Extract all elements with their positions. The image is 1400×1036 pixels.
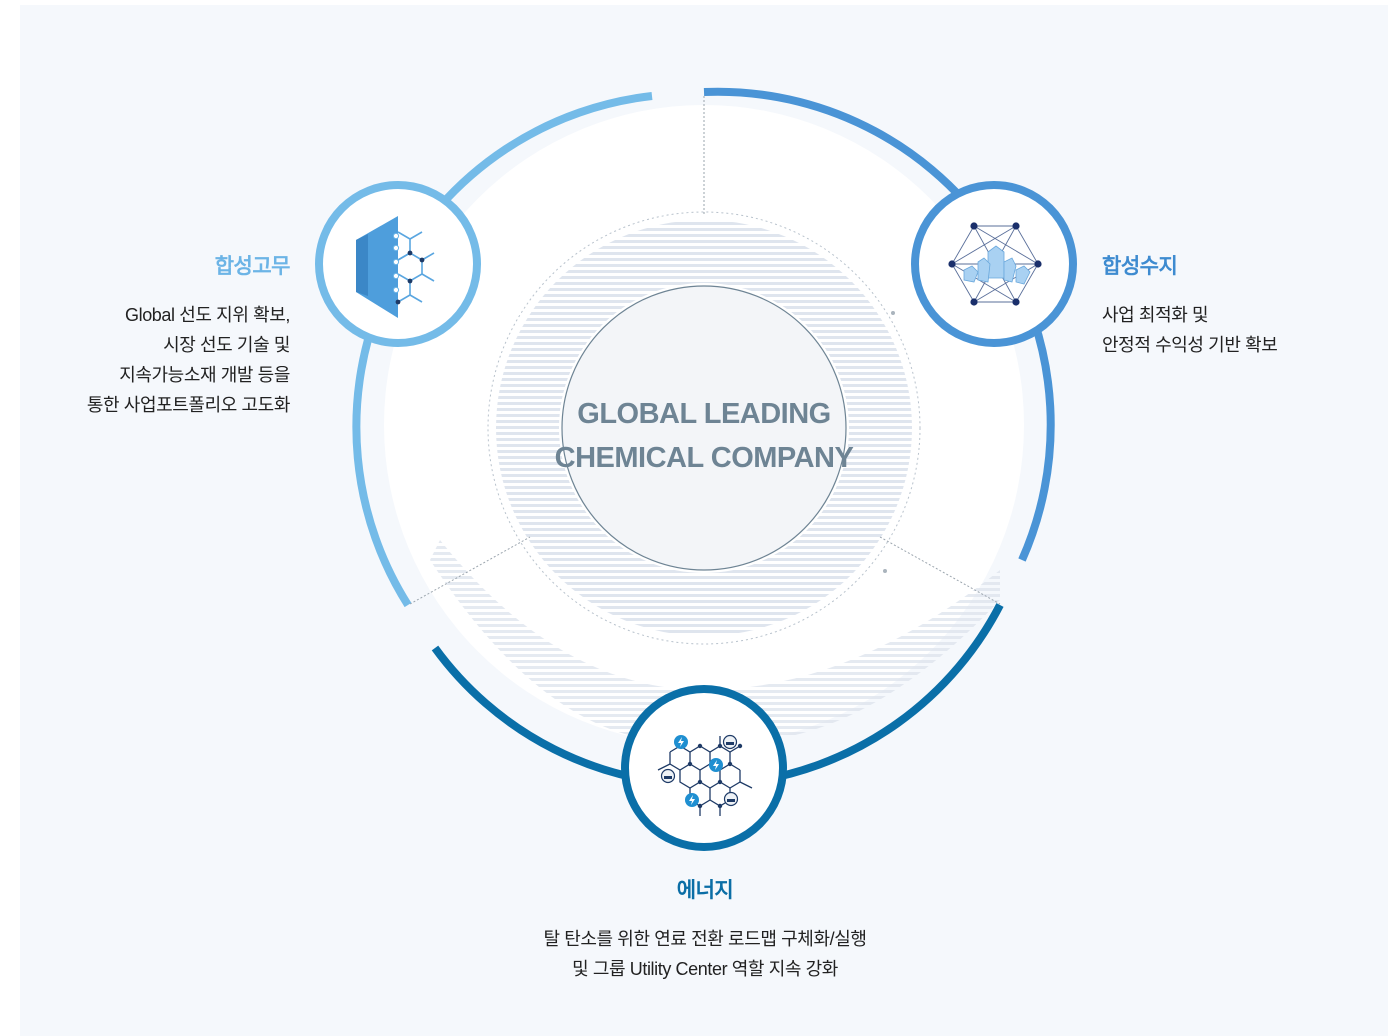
segment-rubber-line: 지속가능소재 개발 등을 [119,365,290,385]
node-rubber [315,181,481,347]
segment-resin-line: 안정적 수익성 기반 확보 [1102,335,1278,355]
segment-energy-title: 에너지 [676,879,734,902]
segment-energy-description: 에너지 탈 탄소를 위한 연료 전환 로드맵 구체화/실행 및 그룹 Utili… [450,874,960,984]
segment-rubber-title: 합성고무 [214,255,291,278]
segment-rubber-line: Global 선도 지위 확보, [125,305,290,325]
center-circle [561,285,847,571]
lightning-icon [709,758,723,772]
center-title-line1: GLOBAL LEADING [577,398,830,430]
segment-energy-line: 탈 탄소를 위한 연료 전환 로드맵 구체화/실행 [543,929,867,949]
segment-rubber-line: 통한 사업포트폴리오 고도화 [86,395,291,415]
segment-resin-description: 합성수지 사업 최적화 및 안정적 수익성 기반 확보 [1102,250,1278,360]
node-resin [911,181,1077,347]
marker-dot [883,569,887,573]
lightning-icon [674,735,688,749]
flame-burner-icon [723,791,739,807]
separator-right [879,536,1001,605]
flame-burner-icon [722,734,738,750]
flame-burner-icon [660,768,676,784]
membrane-hexagon-icon [356,216,435,318]
marker-dot [891,311,895,315]
segment-resin-line: 사업 최적화 및 [1102,305,1209,325]
crystal-network-icon [948,222,1042,306]
segment-resin-title: 합성수지 [1102,255,1178,278]
segment-energy-line: 및 그룹 Utility Center 역할 지속 강화 [572,959,838,979]
segment-rubber-line: 시장 선도 기술 및 [163,335,290,355]
node-energy [621,685,787,851]
separator-left [409,536,531,605]
center-title-line2: CHEMICAL COMPANY [555,442,854,474]
segment-rubber-description: 합성고무 Global 선도 지위 확보, 시장 선도 기술 및 지속가능소재 … [86,250,291,420]
dotted-ring [487,211,921,645]
lightning-icon [685,793,699,807]
energy-grid-icon [657,734,753,816]
